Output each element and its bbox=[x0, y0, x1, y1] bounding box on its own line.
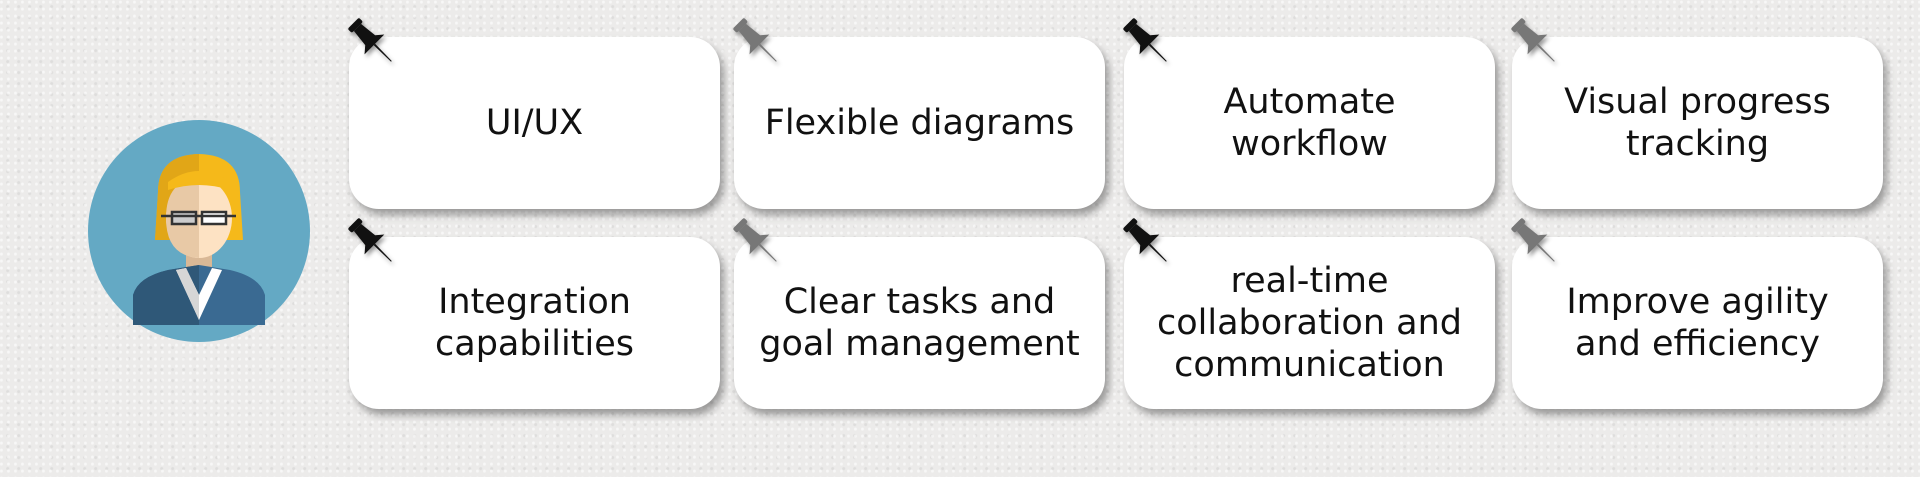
pushpin-icon bbox=[348, 18, 392, 62]
feature-card: Automate workflow bbox=[1123, 18, 1495, 209]
feature-card-label: Integration capabilities bbox=[435, 282, 634, 364]
pushpin-icon bbox=[348, 218, 392, 262]
pushpin-icon bbox=[1511, 218, 1555, 262]
feature-card: Integration capabilities bbox=[348, 218, 720, 409]
feature-card-label: real-time collaboration and communicatio… bbox=[1156, 261, 1463, 385]
user-avatar-icon bbox=[88, 120, 310, 342]
feature-card-label: Improve agility and efficiency bbox=[1566, 282, 1829, 364]
pushpin-icon bbox=[1123, 218, 1167, 262]
pushpin-icon bbox=[1511, 18, 1555, 62]
feature-card: Clear tasks and goal management bbox=[733, 218, 1105, 409]
feature-card: Flexible diagrams bbox=[733, 18, 1105, 209]
feature-card-label: Visual progress tracking bbox=[1564, 82, 1831, 164]
feature-card: Improve agility and efficiency bbox=[1511, 218, 1883, 409]
feature-card-label: Flexible diagrams bbox=[764, 103, 1075, 143]
feature-card: real-time collaboration and communicatio… bbox=[1123, 218, 1495, 409]
feature-card-label: UI/UX bbox=[485, 103, 584, 143]
feature-card-label: Clear tasks and goal management bbox=[759, 282, 1080, 364]
feature-card: UI/UX bbox=[348, 18, 720, 209]
pushpin-icon bbox=[1123, 18, 1167, 62]
feature-card-label: Automate workflow bbox=[1223, 82, 1396, 164]
feature-card: Visual progress tracking bbox=[1511, 18, 1883, 209]
pushpin-icon bbox=[733, 218, 777, 262]
pushpin-icon bbox=[733, 18, 777, 62]
